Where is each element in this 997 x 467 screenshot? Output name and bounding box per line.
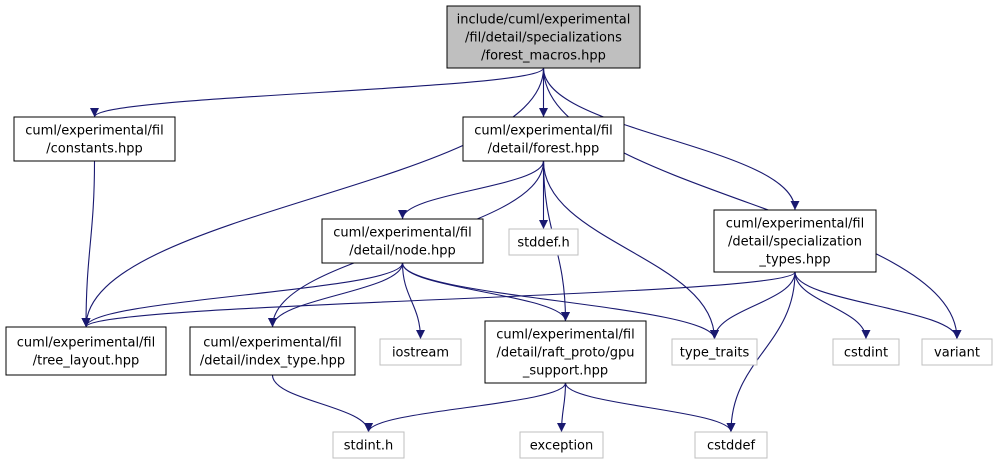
node-type-traits[interactable]: type_traits bbox=[671, 338, 758, 366]
node-box bbox=[5, 326, 167, 376]
edge-root-to-variant bbox=[542, 67, 962, 340]
edge-spec_types-to-tree_layout bbox=[81, 271, 796, 328]
node-gpu-support[interactable]: cuml/experimental/fil/detail/raft_proto/… bbox=[484, 320, 647, 384]
node-box bbox=[379, 338, 462, 366]
node-box bbox=[446, 5, 641, 69]
node-box bbox=[189, 326, 356, 376]
node-label-line: stdint.h bbox=[344, 438, 393, 453]
node-label-line: stddef.h bbox=[517, 235, 569, 250]
node-box bbox=[13, 116, 176, 162]
node-box bbox=[484, 320, 647, 384]
node-label-line: /tree_layout.hpp bbox=[33, 353, 139, 368]
node-label-line: /fil/detail/specializations bbox=[465, 30, 622, 45]
edge-node-to-type_traits bbox=[401, 262, 719, 340]
node-stdint-h[interactable]: stdint.h bbox=[332, 431, 405, 459]
node-label-line: cuml/experimental/fil bbox=[333, 225, 471, 240]
node-tree-layout[interactable]: cuml/experimental/fil/tree_layout.hpp bbox=[5, 326, 167, 376]
edge-root-to-tree_layout bbox=[81, 67, 545, 328]
edge-spec_types-to-cstddef bbox=[726, 271, 796, 433]
edge-index_type-to-stdint_h bbox=[271, 374, 373, 433]
node-box bbox=[671, 338, 758, 366]
node-label-line: cuml/experimental/fil bbox=[25, 123, 163, 138]
node-label-line: cuml/experimental/fil bbox=[203, 335, 341, 350]
node-label-line: /constants.hpp bbox=[46, 141, 143, 156]
node-box bbox=[713, 209, 877, 273]
edge-forest-to-type_traits bbox=[542, 160, 719, 340]
node-label-line: iostream bbox=[392, 345, 449, 360]
edge-node-to-index_type bbox=[268, 262, 404, 328]
node-box bbox=[694, 431, 768, 459]
node-label-line: /detail/index_type.hpp bbox=[200, 353, 345, 368]
node-cstdint[interactable]: cstdint bbox=[832, 338, 900, 366]
node-index-type[interactable]: cuml/experimental/fil/detail/index_type.… bbox=[189, 326, 356, 376]
edge-spec_types-to-variant bbox=[794, 271, 962, 340]
node-stddef-h[interactable]: stddef.h bbox=[508, 228, 579, 256]
edge-root-to-spec_types bbox=[542, 67, 800, 211]
node-exception[interactable]: exception bbox=[519, 431, 604, 459]
edge-gpu_support-to-stdint_h bbox=[364, 382, 567, 433]
node-label-line: _types.hpp bbox=[758, 252, 830, 267]
node-spec-types[interactable]: cuml/experimental/fil/detail/specializat… bbox=[713, 209, 877, 273]
node-label-line: variant bbox=[934, 345, 980, 360]
node-label-line: cuml/experimental/fil bbox=[496, 327, 634, 342]
node-label-line: cuml/experimental/fil bbox=[726, 216, 864, 231]
node-label-line: /detail/raft_proto/gpu bbox=[497, 345, 635, 360]
node-variant[interactable]: variant bbox=[921, 338, 993, 366]
nodes-layer: include/cuml/experimental/fil/detail/spe… bbox=[5, 5, 993, 459]
edge-gpu_support-to-cstddef bbox=[564, 382, 736, 433]
node-label-line: _support.hpp bbox=[522, 363, 608, 378]
node-node[interactable]: cuml/experimental/fil/detail/node.hpp bbox=[321, 218, 484, 264]
edge-spec_types-to-type_traits bbox=[710, 271, 796, 340]
node-label-line: cstdint bbox=[844, 345, 888, 360]
edge-spec_types-to-cstdint bbox=[794, 271, 871, 340]
node-label-line: exception bbox=[530, 438, 594, 453]
node-label-line: include/cuml/experimental bbox=[457, 12, 631, 27]
node-constants[interactable]: cuml/experimental/fil/constants.hpp bbox=[13, 116, 176, 162]
node-label-line: cstddef bbox=[707, 438, 756, 453]
node-iostream[interactable]: iostream bbox=[379, 338, 462, 366]
node-box bbox=[921, 338, 993, 366]
node-box bbox=[832, 338, 900, 366]
edge-node-to-tree_layout bbox=[81, 262, 404, 328]
edge-constants-to-tree_layout bbox=[81, 160, 96, 328]
node-label-line: cuml/experimental/fil bbox=[474, 123, 612, 138]
node-box bbox=[462, 116, 625, 162]
node-forest[interactable]: cuml/experimental/fil/detail/forest.hpp bbox=[462, 116, 625, 162]
node-label-line: type_traits bbox=[680, 345, 750, 360]
edge-root-to-constants bbox=[90, 67, 545, 118]
node-box bbox=[508, 228, 579, 256]
node-box bbox=[321, 218, 484, 264]
edge-gpu_support-to-exception bbox=[557, 382, 567, 433]
edge-forest-to-node bbox=[398, 160, 545, 220]
node-label-line: /detail/forest.hpp bbox=[488, 141, 600, 156]
node-label-line: /detail/node.hpp bbox=[349, 243, 456, 258]
node-label-line: /detail/specialization bbox=[728, 234, 862, 249]
node-label-line: cuml/experimental/fil bbox=[17, 335, 155, 350]
node-box bbox=[519, 431, 604, 459]
edge-node-to-gpu_support bbox=[401, 262, 570, 322]
node-cstddef[interactable]: cstddef bbox=[694, 431, 768, 459]
node-root[interactable]: include/cuml/experimental/fil/detail/spe… bbox=[446, 5, 641, 69]
node-box bbox=[332, 431, 405, 459]
node-label-line: /forest_macros.hpp bbox=[481, 48, 606, 63]
edges-layer bbox=[81, 67, 962, 433]
